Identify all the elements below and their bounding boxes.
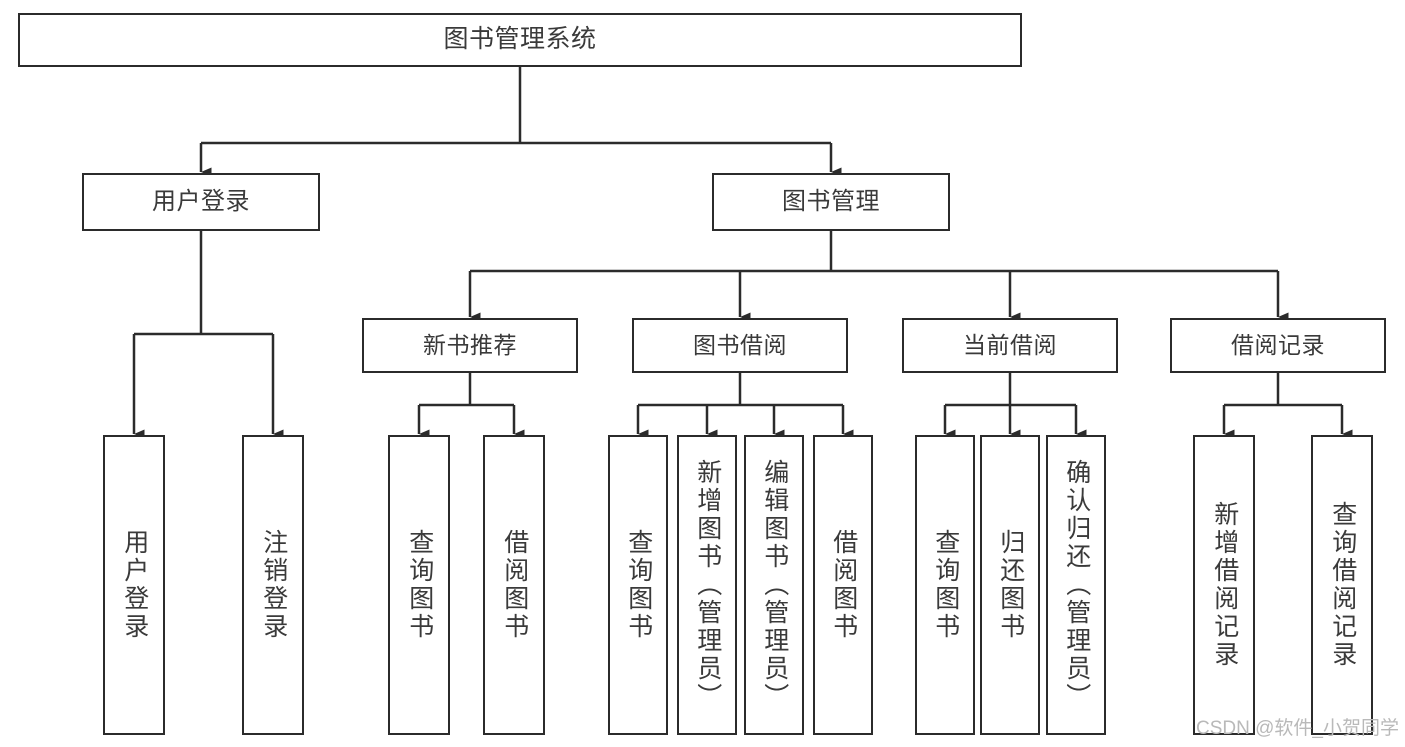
- node-leaf-query-record[interactable]: 查询借阅记录: [1311, 435, 1373, 735]
- node-label-leaf-logout: 注销登录: [259, 529, 288, 641]
- node-label-borrow-record: 借阅记录: [1231, 331, 1325, 358]
- node-book-manage[interactable]: 图书管理: [712, 173, 950, 231]
- node-leaf-logout[interactable]: 注销登录: [242, 435, 304, 735]
- node-label-leaf-query-book-2: 查询图书: [624, 529, 653, 641]
- node-leaf-add-book[interactable]: 新增图书（管理员）: [677, 435, 737, 735]
- connector-group: [132, 67, 1353, 439]
- node-label-leaf-user-login: 用户登录: [120, 529, 149, 641]
- node-leaf-query-book-2[interactable]: 查询图书: [608, 435, 668, 735]
- node-book-borrow[interactable]: 图书借阅: [632, 318, 848, 373]
- node-label-leaf-confirm-return: 确认归还（管理员）: [1062, 459, 1091, 711]
- node-label-book-borrow: 图书借阅: [693, 331, 787, 358]
- node-leaf-borrow-book-2[interactable]: 借阅图书: [813, 435, 873, 735]
- node-borrow-record[interactable]: 借阅记录: [1170, 318, 1386, 373]
- node-current-borrow[interactable]: 当前借阅: [902, 318, 1118, 373]
- node-label-leaf-edit-book: 编辑图书（管理员）: [760, 459, 789, 711]
- node-label-leaf-return-book: 归还图书: [996, 529, 1025, 641]
- node-label-leaf-query-book-1: 查询图书: [405, 529, 434, 641]
- node-label-leaf-add-record: 新增借阅记录: [1210, 501, 1239, 669]
- node-label-new-book-rec: 新书推荐: [423, 331, 517, 358]
- node-label-user-login: 用户登录: [152, 187, 250, 215]
- node-leaf-edit-book[interactable]: 编辑图书（管理员）: [744, 435, 804, 735]
- node-leaf-borrow-book-1[interactable]: 借阅图书: [483, 435, 545, 735]
- node-new-book-rec[interactable]: 新书推荐: [362, 318, 578, 373]
- node-leaf-user-login[interactable]: 用户登录: [103, 435, 165, 735]
- node-leaf-confirm-return[interactable]: 确认归还（管理员）: [1046, 435, 1106, 735]
- node-label-leaf-query-record: 查询借阅记录: [1328, 501, 1357, 669]
- node-user-login[interactable]: 用户登录: [82, 173, 320, 231]
- node-leaf-query-book-3[interactable]: 查询图书: [915, 435, 975, 735]
- node-leaf-add-record[interactable]: 新增借阅记录: [1193, 435, 1255, 735]
- node-label-current-borrow: 当前借阅: [963, 331, 1057, 358]
- node-leaf-query-book-1[interactable]: 查询图书: [388, 435, 450, 735]
- node-label-leaf-borrow-book-1: 借阅图书: [500, 529, 529, 641]
- node-label-leaf-add-book: 新增图书（管理员）: [693, 459, 722, 711]
- node-root[interactable]: 图书管理系统: [18, 13, 1022, 67]
- node-leaf-return-book[interactable]: 归还图书: [980, 435, 1040, 735]
- node-label-root: 图书管理系统: [443, 25, 597, 54]
- node-label-book-manage: 图书管理: [782, 187, 880, 215]
- node-label-leaf-query-book-3: 查询图书: [931, 529, 960, 641]
- node-label-leaf-borrow-book-2: 借阅图书: [829, 529, 858, 641]
